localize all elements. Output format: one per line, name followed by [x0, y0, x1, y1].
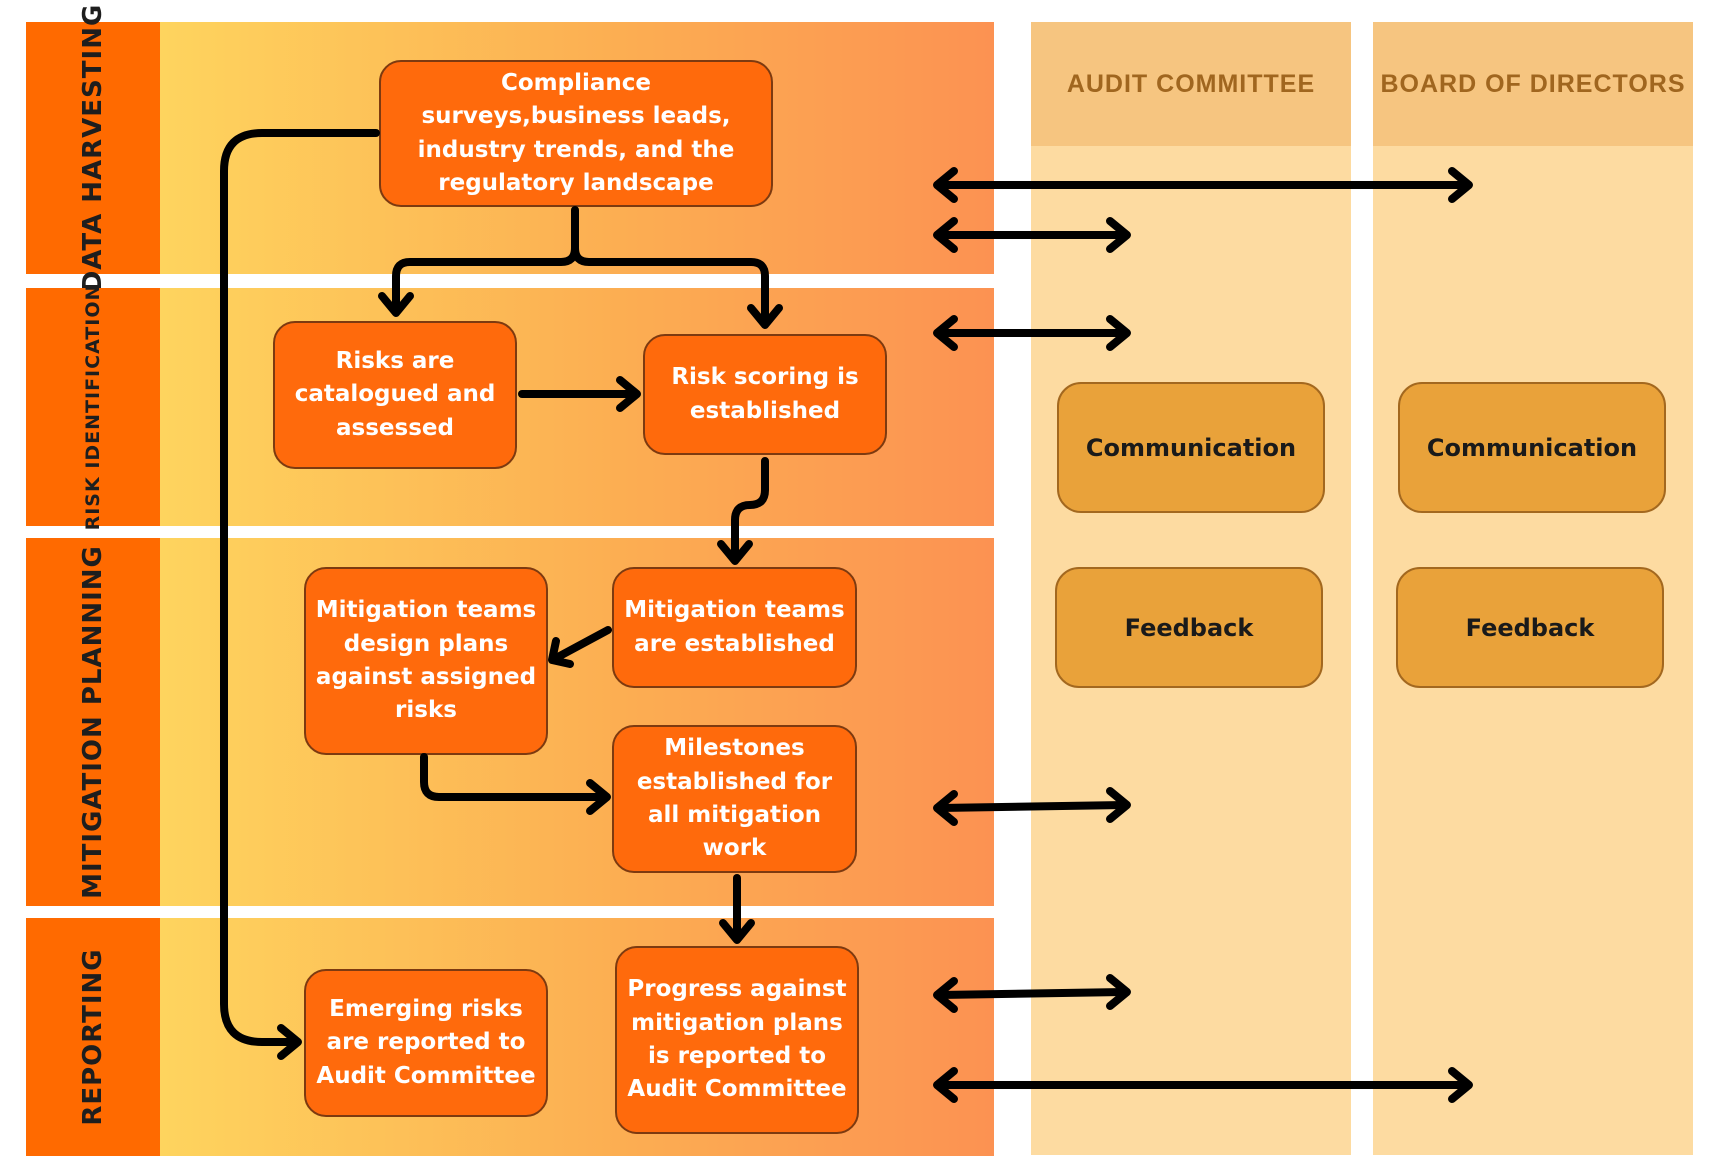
connector-established-to-design: [552, 626, 612, 662]
double-arrow-audit: [936, 801, 1128, 812]
step-label: Emerging risks are reported to Audit Com…: [316, 995, 536, 1089]
step-mitigation-design: Mitigation teams design plans against as…: [304, 567, 548, 755]
box-label: Communication: [1085, 433, 1297, 462]
step-compliance-surveys: Compliance surveys,business leads, indus…: [379, 60, 773, 207]
board-of-directors-title: BOARD OF DIRECTORS: [1380, 69, 1686, 98]
lane-label: REPORTING: [26, 918, 160, 1156]
board-of-directors-header: BOARD OF DIRECTORS: [1373, 22, 1693, 146]
audit-committee-header: AUDIT COMMITTEE: [1031, 22, 1351, 146]
arrowhead: [1106, 787, 1131, 823]
arrowhead: [747, 304, 783, 329]
arrowhead: [719, 919, 755, 944]
arrowhead: [586, 779, 611, 815]
step-risks-catalogued: Risks are catalogued and assessed: [273, 321, 517, 469]
audit-communication-box: Communication: [1057, 382, 1325, 513]
arrowhead: [548, 637, 574, 668]
box-label: Communication: [1426, 433, 1638, 462]
double-arrow-audit: [936, 988, 1128, 999]
step-label: Risks are catalogued and assessed: [294, 347, 496, 441]
step-emerging-risks: Emerging risks are reported to Audit Com…: [304, 969, 548, 1117]
board-feedback-box: Feedback: [1396, 567, 1664, 688]
arrowhead: [933, 315, 958, 351]
arrowhead: [933, 167, 958, 203]
box-label: Feedback: [1124, 613, 1254, 642]
audit-feedback-box: Feedback: [1055, 567, 1323, 688]
step-label: Progress against mitigation plans is rep…: [627, 976, 847, 1103]
connector-split: [392, 206, 579, 314]
arrowhead: [933, 790, 958, 826]
step-progress-reported: Progress against mitigation plans is rep…: [615, 946, 859, 1134]
step-mitigation-established: Mitigation teams are established: [612, 567, 857, 688]
arrowhead: [616, 376, 641, 412]
step-risk-scoring: Risk scoring is established: [643, 334, 887, 455]
arrowhead: [1448, 1067, 1473, 1103]
arrowhead: [378, 292, 414, 317]
lane-label: MITIGATION PLANNING: [26, 538, 160, 906]
connector-design-to-milestones: [420, 753, 608, 801]
arrowhead: [717, 540, 753, 565]
arrowhead: [1106, 974, 1131, 1010]
step-label: Mitigation teams design plans against as…: [315, 597, 537, 724]
arrowhead: [1106, 315, 1131, 351]
arrowhead: [1106, 217, 1131, 253]
step-milestones: Milestones established for all mitigatio…: [612, 725, 857, 873]
connector-split-right: [571, 244, 769, 326]
step-label: Mitigation teams are established: [624, 597, 845, 657]
arrowhead: [933, 977, 958, 1013]
box-label: Feedback: [1465, 613, 1595, 642]
lane-label: RISK IDENTIFICATION: [26, 284, 160, 530]
step-label: Risk scoring is established: [671, 364, 859, 424]
step-label: Compliance surveys,business leads, indus…: [417, 69, 735, 196]
connector-scoring-to-established: [731, 457, 769, 562]
arrowhead: [933, 1067, 958, 1103]
step-label: Milestones established for all mitigatio…: [636, 735, 833, 862]
arrowhead: [277, 1024, 302, 1060]
connector-loop-to-emerging: [220, 129, 380, 1046]
lane-label: DATA HARVESTING: [26, 4, 160, 292]
board-communication-box: Communication: [1398, 382, 1666, 513]
arrowhead: [933, 217, 958, 253]
arrowhead: [1448, 167, 1473, 203]
audit-committee-title: AUDIT COMMITTEE: [1066, 69, 1316, 98]
